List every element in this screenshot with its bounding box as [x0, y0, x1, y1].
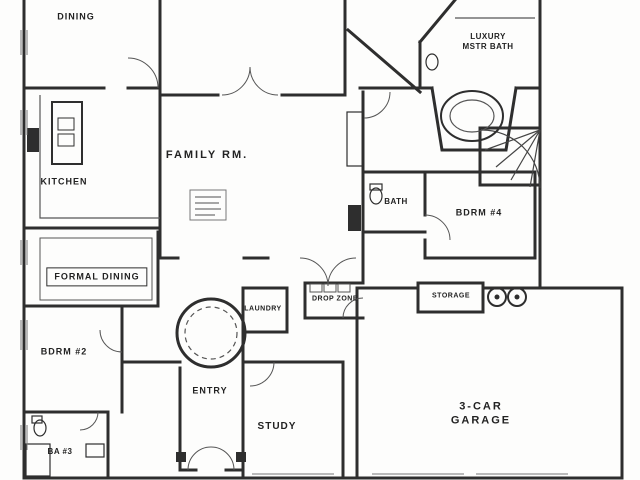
- spec-note-illegible-text: [189, 189, 227, 221]
- room-label-study: STUDY: [257, 420, 297, 432]
- room-label-garage-line1: 3-CAR: [459, 400, 503, 413]
- room-label-garage-line2: GARAGE: [450, 414, 512, 426]
- door-swing-arcs: [79, 57, 451, 471]
- room-label-formal-dining: FORMAL DINING: [46, 267, 148, 287]
- room-label-bdrm4: BDRM #4: [455, 207, 503, 218]
- room-label-entry: ENTRY: [192, 385, 228, 396]
- entry-rotunda: [175, 297, 247, 369]
- bath-fixtures-icon: [25, 53, 439, 477]
- room-label-ba3: BA #3: [47, 447, 73, 456]
- master-tub-icon: [440, 17, 535, 142]
- room-label-storage: STORAGE: [432, 292, 470, 300]
- room-label-master-bath-line2: MSTR BATH: [462, 42, 514, 51]
- room-label-garage: 3-CAR GARAGE: [451, 400, 511, 428]
- kitchen-island-icon: [27, 95, 160, 219]
- room-label-master-bath: LUXURY MSTR BATH: [462, 32, 513, 52]
- misc-details: [39, 237, 351, 462]
- room-label-family: FAMILY RM.: [165, 149, 249, 162]
- room-label-master-bath-line1: LUXURY: [470, 32, 506, 41]
- window-marks: [20, 30, 568, 475]
- curved-stairs-icon: [481, 129, 541, 189]
- room-label-laundry: LAUNDRY: [244, 305, 282, 313]
- room-label-dining: DINING: [57, 11, 95, 22]
- room-label-drop-zone: DROP ZONE: [312, 295, 358, 303]
- room-label-bath: BATH: [384, 197, 408, 206]
- walls: [22, 0, 624, 480]
- room-label-kitchen: KITCHEN: [40, 176, 88, 187]
- water-heater-icons: [487, 287, 527, 307]
- room-label-bdrm2: BDRM #2: [40, 346, 88, 357]
